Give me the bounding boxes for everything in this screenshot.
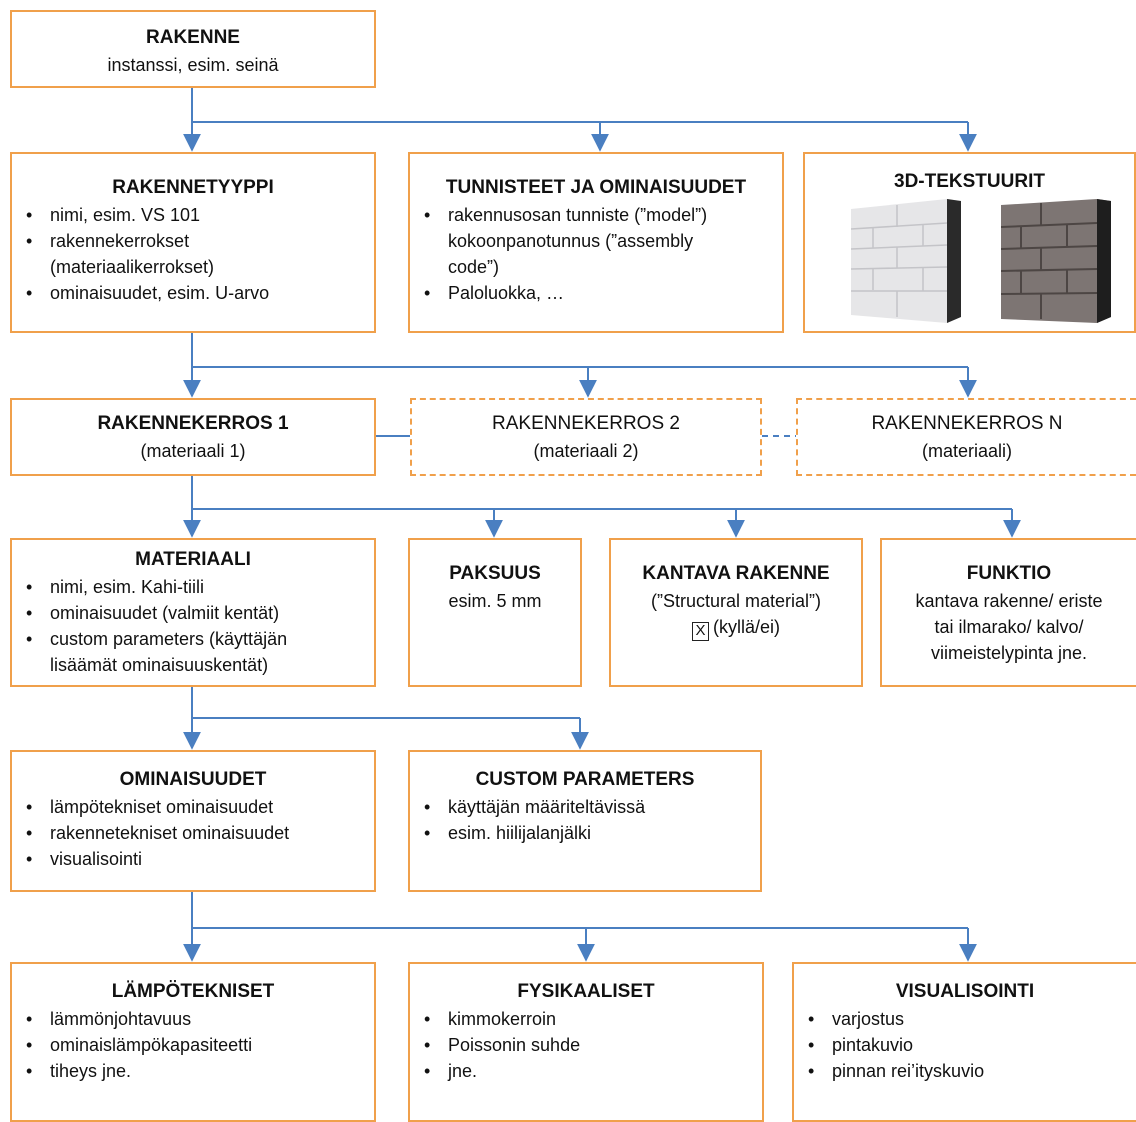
grey-brick-wall-icon — [1001, 199, 1111, 323]
list-item: rakennekerrokset — [12, 228, 374, 254]
rakennekerros-1-box: RAKENNEKERROS 1 (materiaali 1) — [10, 398, 376, 476]
list-item: pinnan rei’ityskuvio — [794, 1058, 1136, 1084]
list-item: visualisointi — [12, 846, 374, 872]
custom-parameters-title: CUSTOM PARAMETERS — [475, 769, 695, 790]
structural-checkbox-row: X(kyllä/ei) — [611, 614, 861, 641]
fysikaaliset-list: kimmokerroin Poissonin suhde jne. — [410, 1006, 762, 1084]
list-item: ominaislämpökapasiteetti — [12, 1032, 374, 1058]
fysikaaliset-title: FYSIKAALISET — [517, 981, 655, 1002]
list-item: käyttäjän määriteltävissä — [410, 794, 760, 820]
custom-parameters-list: käyttäjän määriteltävissä esim. hiilijal… — [410, 794, 760, 846]
ominaisuudet-box: OMINAISUUDET lämpötekniset ominaisuudet … — [10, 750, 376, 892]
list-item: pintakuvio — [794, 1032, 1136, 1058]
list-item: esim. hiilijalanjälki — [410, 820, 760, 846]
list-item: varjostus — [794, 1006, 1136, 1032]
rakennekerros-n-subtitle: (materiaali) — [921, 440, 1013, 461]
rakennekerros-2-box: RAKENNEKERROS 2 (materiaali 2) — [410, 398, 762, 476]
list-item: (materiaalikerrokset) — [50, 256, 215, 277]
structural-checkbox-label: (kyllä/ei) — [712, 616, 780, 637]
list-item: rakennusosan tunniste (”model”) — [410, 202, 782, 228]
rakennekerros-n-box: RAKENNEKERROS N (materiaali) — [796, 398, 1136, 476]
lampotekniset-box: LÄMPÖTEKNISET lämmönjohtavuus ominaisläm… — [10, 962, 376, 1122]
list-item: ominaisuudet (valmiit kentät) — [12, 600, 374, 626]
rakenne-subtitle: instanssi, esim. seinä — [107, 54, 279, 75]
paksuus-title: PAKSUUS — [449, 563, 541, 584]
tekstuurit-box: 3D-TEKSTUURIT — [803, 152, 1136, 333]
visualisointi-box: VISUALISOINTI varjostus pintakuvio pinna… — [792, 962, 1136, 1122]
paksuus-subtitle: esim. 5 mm — [448, 590, 542, 611]
list-item: lisäämät ominaisuuskentät) — [50, 654, 269, 675]
rakennekerros-2-subtitle: (materiaali 2) — [533, 440, 639, 461]
funktio-title: FUNKTIO — [966, 563, 1052, 584]
list-item: lämpötekniset ominaisuudet — [12, 794, 374, 820]
list-item: custom parameters (käyttäjän — [12, 626, 374, 652]
lampotekniset-list: lämmönjohtavuus ominaislämpökapasiteetti… — [12, 1006, 374, 1084]
structural-checkbox[interactable]: X — [691, 621, 709, 641]
visualisointi-title: VISUALISOINTI — [895, 981, 1035, 1002]
list-item: Paloluokka, … — [410, 280, 782, 306]
fysikaaliset-box: FYSIKAALISET kimmokerroin Poissonin suhd… — [408, 962, 764, 1122]
tekstuurit-title: 3D-TEKSTUURIT — [894, 171, 1045, 192]
ominaisuudet-title: OMINAISUUDET — [119, 769, 267, 790]
funktio-line: tai ilmarako/ kalvo/ — [934, 616, 1084, 637]
tunnisteet-title: TUNNISTEET JA OMINAISUUDET — [445, 177, 747, 198]
ominaisuudet-list: lämpötekniset ominaisuudet rakenneteknis… — [12, 794, 374, 872]
rakennekerros-1-subtitle: (materiaali 1) — [140, 440, 246, 461]
lampotekniset-title: LÄMPÖTEKNISET — [111, 981, 275, 1002]
list-item: tiheys jne. — [12, 1058, 374, 1084]
list-item: nimi, esim. Kahi-tiili — [12, 574, 374, 600]
materiaali-list: nimi, esim. Kahi-tiili ominaisuudet (val… — [12, 574, 374, 678]
tunnisteet-box: TUNNISTEET JA OMINAISUUDET rakennusosan … — [408, 152, 784, 333]
rakennekerros-2-title: RAKENNEKERROS 2 — [492, 413, 680, 434]
list-item: rakennetekniset ominaisuudet — [12, 820, 374, 846]
paksuus-box: PAKSUUS esim. 5 mm — [408, 538, 582, 687]
list-item: lämmönjohtavuus — [12, 1006, 374, 1032]
list-item: kokoonpanotunnus (”assembly — [448, 230, 694, 251]
funktio-line: kantava rakenne/ eriste — [915, 590, 1103, 611]
materiaali-box: MATERIAALI nimi, esim. Kahi-tiili ominai… — [10, 538, 376, 687]
list-item: ominaisuudet, esim. U-arvo — [12, 280, 374, 306]
kantava-rakenne-subtitle: (”Structural material”) — [650, 590, 822, 611]
rakennetyyppi-title: RAKENNETYYPPI — [112, 177, 274, 198]
custom-parameters-box: CUSTOM PARAMETERS käyttäjän määriteltävi… — [408, 750, 762, 892]
tunnisteet-list: rakennusosan tunniste (”model”) kokoonpa… — [410, 202, 782, 306]
rakennetyyppi-box: RAKENNETYYPPI nimi, esim. VS 101 rakenne… — [10, 152, 376, 333]
rakennekerros-1-title: RAKENNEKERROS 1 — [97, 413, 289, 434]
rakennekerros-n-title: RAKENNEKERROS N — [871, 413, 1063, 434]
visualisointi-list: varjostus pintakuvio pinnan rei’ityskuvi… — [794, 1006, 1136, 1084]
rakenne-title: RAKENNE — [146, 27, 240, 48]
white-brick-wall-icon — [851, 199, 961, 323]
list-item: nimi, esim. VS 101 — [12, 202, 374, 228]
list-item: code”) — [448, 256, 500, 277]
funktio-box: FUNKTIO kantava rakenne/ eriste tai ilma… — [880, 538, 1136, 687]
funktio-line: viimeistelypinta jne. — [930, 642, 1088, 663]
rakenne-box: RAKENNE instanssi, esim. seinä — [10, 10, 376, 88]
list-item: jne. — [410, 1058, 762, 1084]
kantava-rakenne-title: KANTAVA RAKENNE — [642, 563, 830, 584]
rakennetyyppi-list: nimi, esim. VS 101 rakennekerrokset (mat… — [12, 202, 374, 306]
materiaali-title: MATERIAALI — [135, 549, 251, 570]
kantava-rakenne-box: KANTAVA RAKENNE (”Structural material”) … — [609, 538, 863, 687]
list-item: Poissonin suhde — [410, 1032, 762, 1058]
list-item: kimmokerroin — [410, 1006, 762, 1032]
